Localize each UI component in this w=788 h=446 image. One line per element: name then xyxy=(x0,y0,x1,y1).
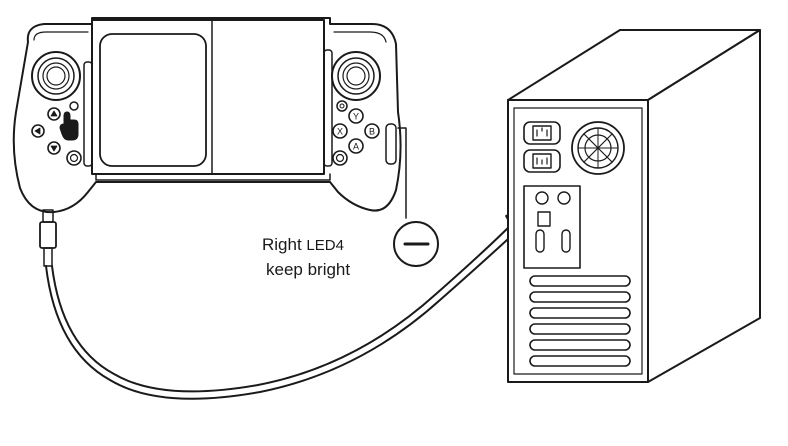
led-indicator-circle xyxy=(393,221,439,267)
hand-pointer-icon xyxy=(59,111,79,141)
usb-c-plug xyxy=(39,221,57,249)
button-y-label: Y xyxy=(353,112,359,122)
left-panel xyxy=(99,33,207,167)
power-socket-bottom xyxy=(523,149,561,173)
fan-grille xyxy=(571,121,625,175)
button-x-label: X xyxy=(337,127,343,137)
right-face-buttons xyxy=(332,108,380,154)
left-small-button xyxy=(69,101,79,111)
phone-holder xyxy=(91,19,325,175)
left-joystick xyxy=(31,51,81,101)
button-a-label: A xyxy=(353,142,359,152)
callout-label-line1: Right LED4 xyxy=(262,234,344,257)
usb-port xyxy=(537,211,551,227)
callout-led-word: LED4 xyxy=(306,237,344,254)
right-small-button xyxy=(336,100,348,112)
expansion-slots xyxy=(529,275,631,367)
right-joystick xyxy=(331,51,381,101)
led-strip xyxy=(385,123,397,165)
right-home-button xyxy=(332,150,348,166)
callout-right-word: Right xyxy=(262,235,307,254)
usb-cable xyxy=(39,195,555,400)
left-home-button xyxy=(66,150,82,166)
io-panel xyxy=(523,185,581,269)
button-b-label: B xyxy=(369,127,375,137)
game-controller: Y X B A xyxy=(12,17,402,214)
callout-label-line2: keep bright xyxy=(266,260,351,279)
led-callout xyxy=(393,127,439,267)
tower-side xyxy=(647,29,761,383)
pc-tower xyxy=(507,29,761,383)
power-socket-top xyxy=(523,121,561,145)
